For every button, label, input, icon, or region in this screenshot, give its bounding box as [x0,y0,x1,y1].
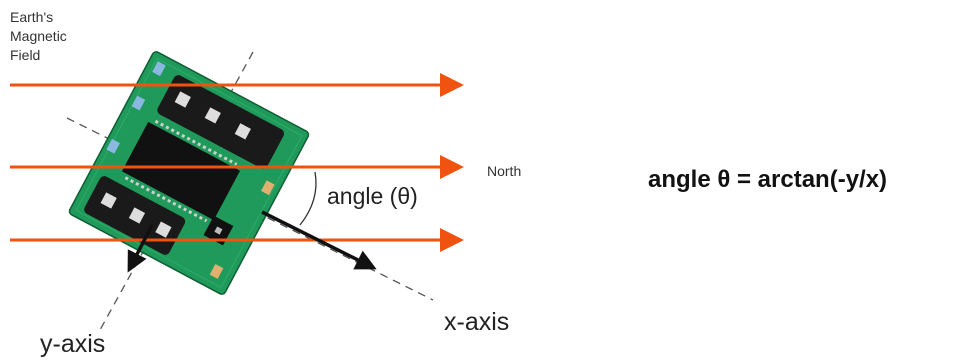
component-left-top [152,61,166,77]
top-connector [157,75,285,169]
bottom-connector [84,176,186,255]
main-chip [121,119,241,223]
angle-formula: angle θ = arctan(-y/x) [648,166,888,193]
component-right-bottom [209,264,224,279]
x-axis-arrow [261,210,377,270]
x-axis-label: x-axis [444,308,510,336]
field-label-line-3: Field [10,47,41,63]
component-left-mid [131,95,146,111]
x-axis-dashed-line [66,117,434,301]
field-label-line-2: Magnetic [10,28,67,44]
north-label: North [487,163,522,179]
angle-label: angle (θ) [327,183,418,209]
magnetic-field-label: Earth's Magnetic Field [10,8,67,65]
y-axis-label: y-axis [40,330,106,358]
component-right-top [261,180,275,196]
angle-arc [299,171,317,226]
component-left-low [106,138,120,154]
y-axis-arrow [127,224,154,273]
field-label-line-1: Earth's [10,9,54,25]
sensor-board [68,51,310,295]
